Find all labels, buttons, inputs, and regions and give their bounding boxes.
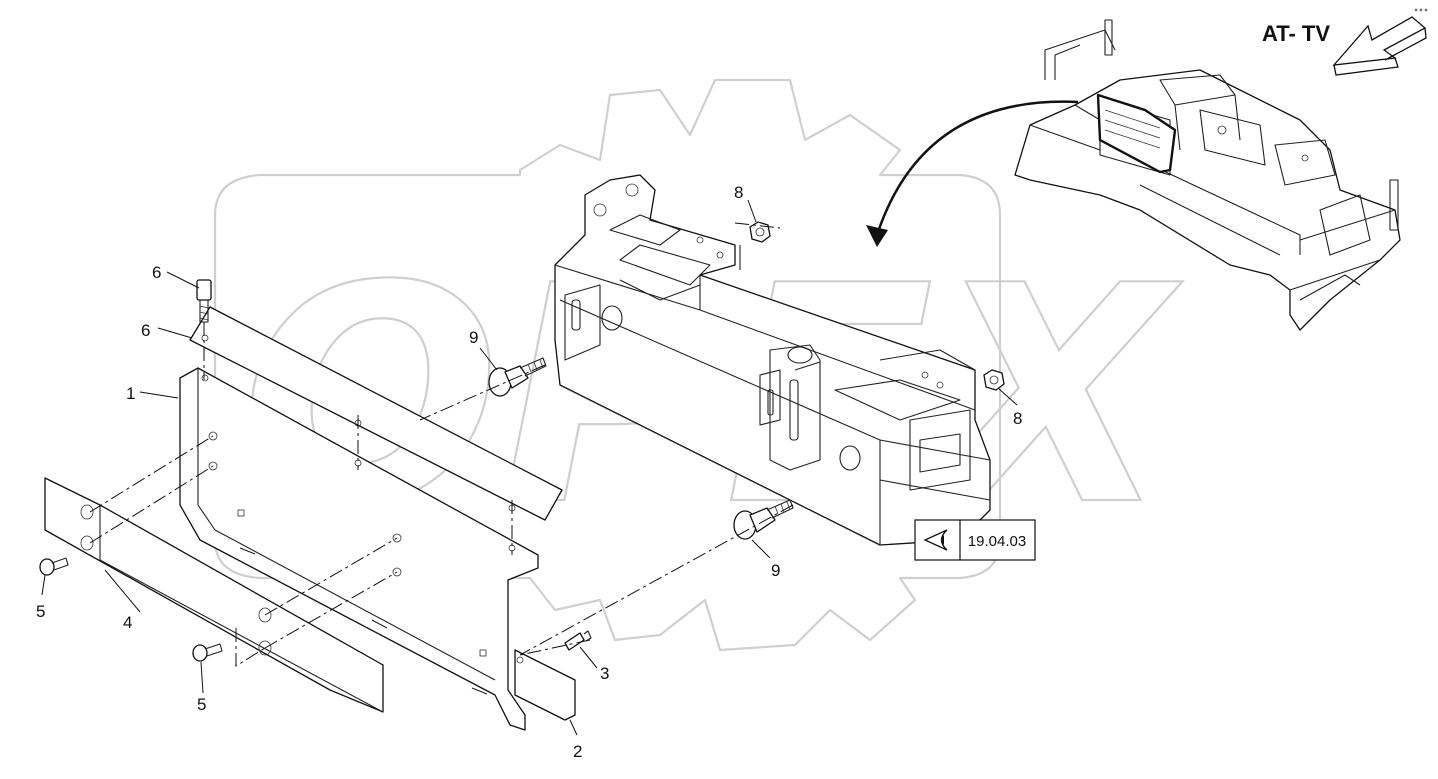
callout-9-lower: 9 xyxy=(771,561,780,580)
callout-6: 6 xyxy=(141,321,150,340)
screw-3 xyxy=(564,630,592,651)
main-frame xyxy=(554,174,991,546)
callout-9-upper: 9 xyxy=(469,328,478,347)
callout-5-left: 5 xyxy=(36,602,45,621)
callout-5-bottom: 5 xyxy=(197,695,206,714)
callout-8-lower: 8 xyxy=(1013,409,1022,428)
callout-4: 4 xyxy=(123,613,132,632)
nut-8-upper xyxy=(749,221,771,243)
view-title: AT- TV xyxy=(1262,21,1330,46)
assembly-centerlines xyxy=(89,222,794,667)
watermark-gear xyxy=(213,78,1002,652)
callout-3: 3 xyxy=(600,664,609,683)
nut-8-lower xyxy=(983,369,1005,391)
part-2-strip xyxy=(514,649,576,721)
view-direction-marker: AT- TV xyxy=(1262,8,1428,76)
callout-7: 6 xyxy=(152,263,161,282)
callout-labels: 6 6 1 9 8 8 9 4 5 5 3 2 xyxy=(36,183,1022,761)
callout-8-upper: 8 xyxy=(734,183,743,202)
callout-2: 2 xyxy=(573,742,582,761)
reference-box[interactable]: 19.04.03 xyxy=(914,519,1036,561)
reference-code: 19.04.03 xyxy=(968,533,1026,550)
overview-machine-illustration xyxy=(1014,19,1401,331)
callout-leaders xyxy=(41,199,1018,736)
callout-1: 1 xyxy=(126,384,135,403)
pointer-arrow xyxy=(866,100,1079,247)
view-arrow-icon xyxy=(1332,16,1427,76)
eye-icon xyxy=(923,529,948,551)
screw-5-left xyxy=(39,557,69,576)
part-1-cover xyxy=(179,367,539,731)
screw-5-bottom xyxy=(192,643,223,662)
part-4-rubber-strip xyxy=(44,477,384,713)
